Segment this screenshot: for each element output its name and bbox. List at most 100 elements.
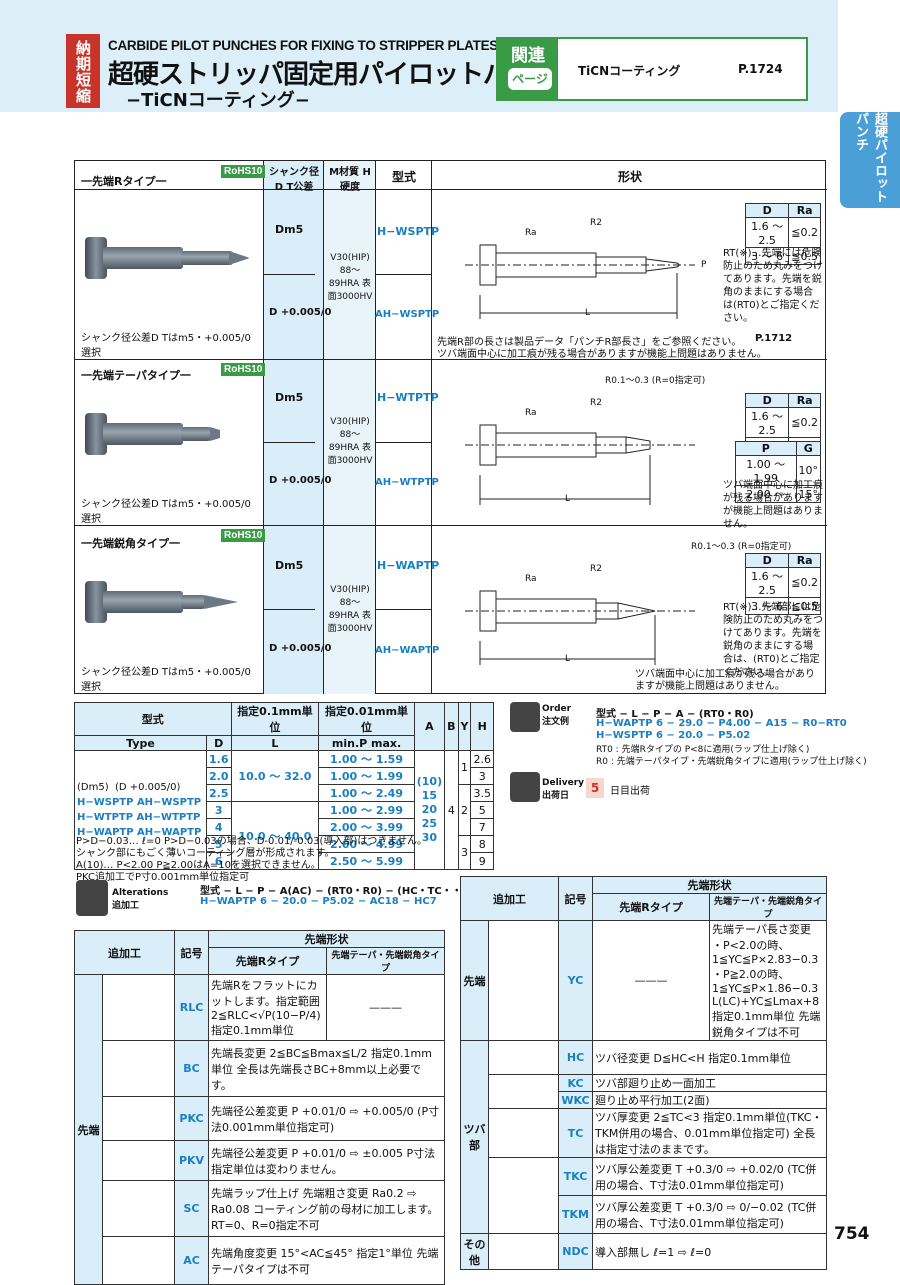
spec-y: 3 [457, 835, 472, 870]
spec-a: 15 [421, 789, 438, 802]
alt-code[interactable]: BC [174, 1040, 209, 1097]
alt-diagram [102, 1180, 175, 1237]
alt-diagram [488, 1157, 559, 1234]
alt-code[interactable]: PKC [174, 1096, 209, 1141]
svg-text:Ra: Ra [525, 408, 537, 418]
dm5-2: Dm5 [275, 391, 304, 404]
alt-desc: 導入部無し ℓ=1 ⇨ ℓ=0 [592, 1233, 827, 1270]
spec-a: 20 [421, 803, 438, 816]
alt-code[interactable]: TKM [558, 1195, 593, 1234]
product-table: シャンク径 D T公差 M材質 H硬度 型式 形状 一先端Rタイプ一 RoHS1… [74, 160, 827, 694]
model-ah-waptp[interactable]: AH−WAPTP [375, 645, 440, 656]
shank-note-2: シャンク径公差D Tはm5・+0.005/0 選択 [81, 499, 251, 525]
shank-note-1: シャンク径公差D Tはm5・+0.005/0 選択 [81, 333, 251, 359]
svg-text:L: L [565, 494, 570, 504]
alt-na: ——— [326, 974, 445, 1041]
spec-type[interactable]: H−WSPTP AH−WSPTP [77, 797, 202, 808]
alt-code[interactable]: NDC [558, 1233, 593, 1270]
order-example-1: H−WAPTP 6 − 29.0 − P4.00 − A15 − R0−RT0 [596, 718, 847, 729]
pin-image-acute [83, 565, 253, 645]
title-jp: 超硬ストリッパ固定用パイロットパンチ [108, 60, 560, 90]
side-note-1: RT(※)…先端には危険防止のため丸みをつけてあります。先端を鋭角のままにする場… [723, 248, 823, 324]
spec-notes: P>D−0.03… ℓ=0 P>D−0.03の場合、D-0.01/-0.03(導… [76, 836, 496, 884]
spec-note: PKC追加工でP寸0.001mm単位指定可 [76, 872, 250, 883]
alt-code[interactable]: YC [558, 920, 593, 1041]
spec-h: 3 [470, 767, 494, 785]
alt-field: (HC・TC・・・etc.) [397, 886, 498, 897]
alt-l-h: 先端Rタイプ [208, 947, 327, 975]
alt-r-h: 記号 [558, 876, 593, 921]
delivery-label: Delivery 出荷日 [542, 778, 585, 801]
side-category-tab[interactable]: 超硬パイロットパンチ [840, 112, 900, 208]
related-page-link[interactable]: P.1724 [738, 62, 783, 76]
spec-h: 5 [470, 801, 494, 819]
d-ra-h1: D [744, 393, 790, 408]
drawing-taper: L R2 Ra [465, 398, 695, 505]
model-wsptp[interactable]: H−WSPTP [377, 225, 440, 238]
shank-header: シャンク径 D T公差 [269, 167, 319, 193]
related-item[interactable]: TiCNコーティング [578, 64, 681, 78]
alt-field: L [235, 886, 242, 897]
spec-d: 3 [206, 801, 232, 819]
spec-type: (Dm5) [77, 782, 109, 793]
model-ah-wsptp[interactable]: AH−WSPTP [375, 309, 440, 320]
svg-text:Ra: Ra [525, 574, 537, 584]
alt-l-h: 先端テーパ・先端鋭角タイプ [326, 947, 445, 975]
alterations-example: H−WAPTP 6 − 20.0 − P5.02 − AC18 − HC7 [200, 896, 437, 907]
alt-desc: 先端角度変更 15°<AC≦45° 指定1°単位 先端テーパタイプは不可 [208, 1236, 445, 1285]
alt-code[interactable]: AC [174, 1236, 209, 1285]
svg-text:R2: R2 [590, 564, 602, 574]
alt-desc: ツバ部廻り止め一面加工 [592, 1074, 827, 1092]
spec-a: 25 [421, 817, 438, 830]
alt-field: 型式 [200, 886, 220, 897]
svg-text:R2: R2 [590, 398, 602, 408]
alt-code[interactable]: SC [174, 1180, 209, 1237]
spec-sh-d: D [206, 735, 232, 751]
alt-diagram [102, 1140, 175, 1181]
alt-code[interactable]: TKC [558, 1157, 593, 1196]
r-spec-2: R0.1〜0.3 (R=0指定可) [605, 376, 706, 386]
note-1a-page[interactable]: P.1712 [755, 333, 793, 344]
material-2: V30(HIP) 88〜89HRA 表面3000HV [327, 417, 373, 466]
spec-p: 1.00 〜 2.49 [318, 784, 415, 802]
model-ah-wtptp[interactable]: AH−WTPTP [375, 477, 439, 488]
alt-l-section: 先端 [74, 974, 103, 1285]
order-field: A [675, 709, 684, 720]
spec-l: 10.0 〜 32.0 [230, 750, 320, 802]
alt-code[interactable]: RLC [174, 974, 209, 1041]
model-waptp[interactable]: H−WAPTP [377, 559, 440, 572]
d-ra-h1: D [744, 203, 790, 218]
rohs-badge: RoHS10 [221, 529, 266, 542]
drawing-acute: L R2 Ra [465, 564, 695, 665]
alt-code[interactable]: PKV [174, 1140, 209, 1181]
alt-diagram [102, 1040, 175, 1097]
alt-desc: 先端ラップ仕上げ 先端粗さ変更 Ra0.2 ⇨ Ra0.08 コーティング前の母… [208, 1180, 445, 1237]
p-g-h2: G [795, 441, 821, 456]
alt-code[interactable]: HC [558, 1040, 593, 1075]
alt-desc: 先端Rをフラットにカットします。指定範囲 2≦RLC<√P(10−P/4) 指定… [208, 974, 327, 1041]
alt-code[interactable]: WKC [558, 1091, 593, 1109]
alt-desc: ツバ厚公差変更 T +0.3/0 ⇨ +0.02/0 (TC併用の場合、T寸法0… [592, 1157, 827, 1196]
spec-type[interactable]: H−WAPTP AH−WAPTP [77, 827, 202, 838]
d-ra-h2: Ra [788, 553, 821, 568]
alt-desc: 先端径公差変更 P +0.01/0 ⇨ ±0.005 P寸法指定単位は変わりませ… [208, 1140, 445, 1181]
alt-diagram [488, 1074, 559, 1109]
alt-r-h: 先端Rタイプ [592, 893, 710, 921]
order-field: P [653, 709, 661, 720]
d-ra-h2: Ra [788, 203, 821, 218]
alt-code[interactable]: TC [558, 1108, 593, 1158]
alterations-icon [76, 880, 108, 916]
alt-desc: ツバ径変更 D≦HC<H 指定0.1mm単位 [592, 1040, 827, 1075]
alt-code[interactable]: KC [558, 1074, 593, 1092]
spec-type[interactable]: H−WTPTP AH−WTPTP [77, 812, 201, 823]
note-3b: ツバ端面中心に加工痕が残る場合がありますが機能上問題はありません。 [635, 669, 815, 692]
model-wtptp[interactable]: H−WTPTP [377, 391, 439, 404]
d-ra-h1: D [744, 553, 790, 568]
alt-l-h: 追加工 [74, 930, 175, 975]
shank-note-3: シャンク径公差D Tはm5・+0.005/0 選択 [81, 667, 251, 693]
d-ra-cell: 3 〜 6 [744, 247, 790, 265]
spec-d: 2.0 [206, 767, 232, 785]
pin-image-r [83, 221, 253, 301]
